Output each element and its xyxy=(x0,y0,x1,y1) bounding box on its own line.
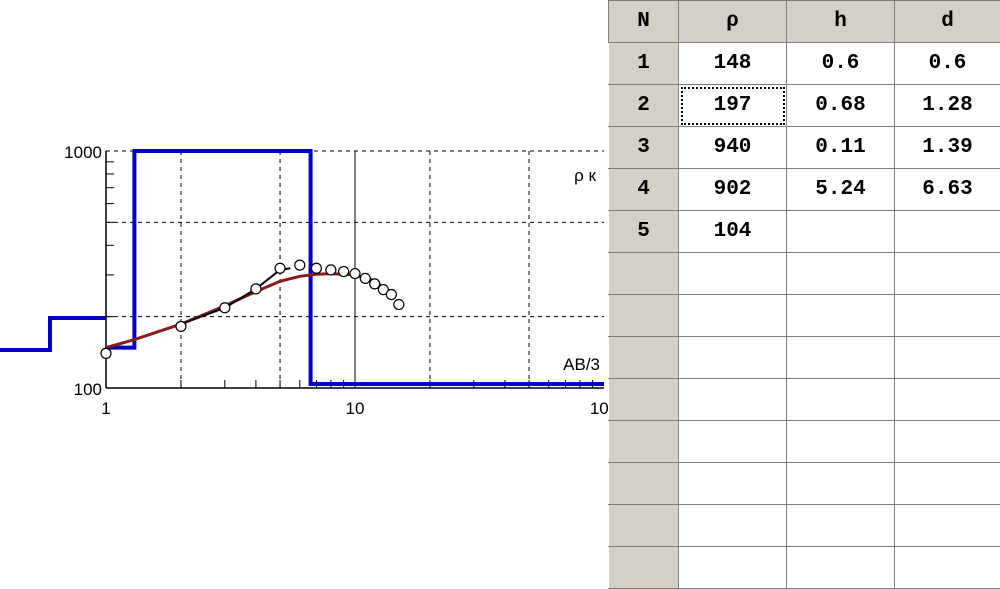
observed-point xyxy=(101,348,111,358)
y-tick-label: 1000 xyxy=(64,143,102,162)
header-d[interactable]: d xyxy=(895,1,1000,43)
observed-point xyxy=(251,284,261,294)
cell-d[interactable] xyxy=(895,211,1000,253)
cell-rho[interactable] xyxy=(679,421,787,463)
cell-h[interactable] xyxy=(787,211,895,253)
cell-d[interactable]: 1.39 xyxy=(895,127,1000,169)
cell-rho[interactable]: 148 xyxy=(679,43,787,85)
x-tick-label: 100 xyxy=(590,399,608,418)
model-step-prefix xyxy=(0,318,106,350)
cell-d[interactable] xyxy=(895,505,1000,547)
table-row xyxy=(609,505,1000,547)
observed-point xyxy=(386,290,396,300)
header-h[interactable]: h xyxy=(787,1,895,43)
cell-d[interactable] xyxy=(895,421,1000,463)
row-number[interactable] xyxy=(609,505,679,547)
observed-point xyxy=(176,321,186,331)
cell-h[interactable] xyxy=(787,379,895,421)
cell-h[interactable]: 0.68 xyxy=(787,85,895,127)
table-row xyxy=(609,421,1000,463)
cell-rho[interactable]: 940 xyxy=(679,127,787,169)
observed-point xyxy=(370,279,380,289)
table-row xyxy=(609,463,1000,505)
cell-rho[interactable]: 104 xyxy=(679,211,787,253)
cell-d[interactable]: 1.28 xyxy=(895,85,1000,127)
table-row xyxy=(609,337,1000,379)
cell-h[interactable] xyxy=(787,253,895,295)
cell-d[interactable] xyxy=(895,379,1000,421)
table-row: 1 148 0.6 0.6 xyxy=(609,43,1000,85)
cell-h[interactable] xyxy=(787,421,895,463)
row-number[interactable] xyxy=(609,463,679,505)
cell-h[interactable]: 0.6 xyxy=(787,43,895,85)
fitted-curve xyxy=(106,274,391,348)
cell-rho-focused[interactable]: 197 xyxy=(679,85,787,127)
observed-point xyxy=(339,267,349,277)
row-number[interactable]: 5 xyxy=(609,211,679,253)
cell-d[interactable]: 0.6 xyxy=(895,43,1000,85)
observed-point xyxy=(275,263,285,273)
table-row xyxy=(609,295,1000,337)
cell-rho[interactable] xyxy=(679,253,787,295)
observed-point xyxy=(326,265,336,275)
cell-d[interactable] xyxy=(895,253,1000,295)
row-number[interactable]: 2 xyxy=(609,85,679,127)
cell-h[interactable] xyxy=(787,337,895,379)
observed-point xyxy=(350,269,360,279)
cell-h[interactable] xyxy=(787,295,895,337)
table-row xyxy=(609,379,1000,421)
cell-h[interactable] xyxy=(787,547,895,589)
cell-rho[interactable]: 902 xyxy=(679,169,787,211)
row-number[interactable]: 3 xyxy=(609,127,679,169)
row-number[interactable] xyxy=(609,337,679,379)
cell-rho[interactable] xyxy=(679,505,787,547)
cell-rho[interactable] xyxy=(679,295,787,337)
table-row xyxy=(609,253,1000,295)
x-tick-label: 10 xyxy=(346,399,365,418)
observed-point xyxy=(220,303,230,313)
layer-parameter-table[interactable]: N ρ h d 1 148 0.6 0.6 2 197 0.68 1.28 3 … xyxy=(608,0,1000,589)
observed-point xyxy=(295,260,305,270)
header-rho[interactable]: ρ xyxy=(679,1,787,43)
row-number[interactable] xyxy=(609,421,679,463)
table-header-row: N ρ h d xyxy=(609,1,1000,43)
observed-point xyxy=(360,273,370,283)
y-axis-label: ρ к xyxy=(574,166,596,185)
row-number[interactable]: 1 xyxy=(609,43,679,85)
table-row: 2 197 0.68 1.28 xyxy=(609,85,1000,127)
cell-h[interactable]: 0.11 xyxy=(787,127,895,169)
cell-rho[interactable] xyxy=(679,379,787,421)
cell-d[interactable] xyxy=(895,463,1000,505)
cell-h[interactable] xyxy=(787,505,895,547)
header-n[interactable]: N xyxy=(609,1,679,43)
row-number[interactable]: 4 xyxy=(609,169,679,211)
table-row: 5 104 xyxy=(609,211,1000,253)
cell-d[interactable] xyxy=(895,547,1000,589)
table-row xyxy=(609,547,1000,589)
cell-h[interactable]: 5.24 xyxy=(787,169,895,211)
cell-rho[interactable] xyxy=(679,337,787,379)
x-tick-label: 1 xyxy=(101,399,110,418)
sounding-plot[interactable]: 1 10 100 100 1000 ρ к AB/3 xyxy=(0,0,608,583)
cell-d[interactable] xyxy=(895,337,1000,379)
observed-point xyxy=(311,263,321,273)
y-tick-label: 100 xyxy=(74,380,102,399)
sounding-chart-svg: 1 10 100 100 1000 ρ к AB/3 xyxy=(0,0,608,583)
row-number[interactable] xyxy=(609,295,679,337)
cell-d[interactable]: 6.63 xyxy=(895,169,1000,211)
observed-point xyxy=(394,300,404,310)
table-row: 3 940 0.11 1.39 xyxy=(609,127,1000,169)
cell-d[interactable] xyxy=(895,295,1000,337)
row-number[interactable] xyxy=(609,547,679,589)
cell-h[interactable] xyxy=(787,463,895,505)
x-axis-label: AB/3 xyxy=(563,355,600,374)
cell-rho[interactable] xyxy=(679,463,787,505)
cell-rho[interactable] xyxy=(679,547,787,589)
table-row: 4 902 5.24 6.63 xyxy=(609,169,1000,211)
row-number[interactable] xyxy=(609,253,679,295)
row-number[interactable] xyxy=(609,379,679,421)
